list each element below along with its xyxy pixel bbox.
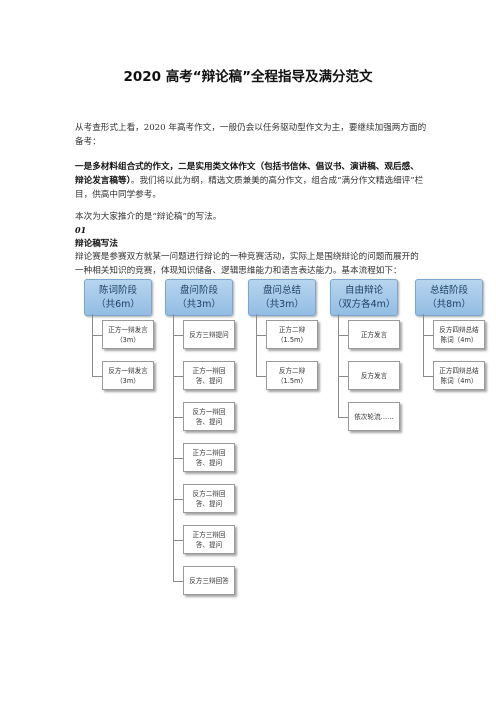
connector-horizontal	[173, 457, 183, 459]
recommend-paragraph: 本次为大家推介的是“辩论稿”的写法。	[75, 212, 222, 222]
connector-horizontal	[423, 375, 433, 377]
stage-name: 盘问阶段	[179, 284, 218, 296]
connector-horizontal	[92, 334, 102, 336]
section-number: 01	[75, 225, 87, 235]
stage-time: （双方各4m）	[332, 298, 396, 310]
connector-vertical	[92, 314, 93, 376]
stage-step-box: 反方三辩回答	[183, 566, 235, 595]
connector-horizontal	[173, 334, 183, 336]
stage-step-box: 正方二辩回答、提问	[183, 443, 235, 472]
stage-header-4: 自由辩论 （双方各4m）	[330, 279, 398, 316]
connector-horizontal	[338, 375, 348, 377]
stage-step-box: 反方一辩发言（3m）	[102, 361, 154, 390]
stage-name: 陈词阶段	[98, 284, 137, 296]
connector-horizontal	[338, 416, 348, 418]
connector-horizontal	[338, 334, 348, 336]
connector-horizontal	[173, 416, 183, 418]
stage-step-box: 正方发言	[348, 320, 400, 349]
exam-focus-rest: 。我们将以此为纲，精选文质兼美的高分作文，组合成“满分作文精选细评”栏目，供高中…	[75, 176, 424, 200]
stage-step-box: 反方三辩提问	[183, 320, 235, 349]
stage-step-box: 反方二辩回答、提问	[183, 484, 235, 513]
stage-name: 自由辩论	[344, 284, 383, 296]
stage-step-box: 正方三辩回答、提问	[183, 525, 235, 554]
stage-header-3: 盘问总结 （共3m）	[248, 279, 316, 316]
section-title: 辩论稿写法	[75, 239, 118, 249]
intro-paragraph: 从考查形式上看，2020 年高考作文，一般仍会以任务驱动型作文为主，要继续加强两…	[75, 123, 427, 147]
debate-description: 辩论赛是参赛双方就某一问题进行辩论的一种竞赛活动，实际上是围绕辩论的问题而展开的…	[75, 252, 419, 276]
connector-horizontal	[256, 375, 266, 377]
stage-step-box: 正方二辩（1.5m）	[266, 320, 318, 349]
stage-step-box: 反方一辩回答、提问	[183, 402, 235, 431]
connector-horizontal	[256, 334, 266, 336]
stage-step-box: 正方四辩总结陈词（4m）	[433, 361, 485, 390]
connector-horizontal	[92, 375, 102, 377]
stage-time: （共6m）	[96, 298, 140, 310]
exam-focus-bold: 一是多材料组合式的作文，二是实用类文体作文（包括书信体、倡议书、演讲稿、观后感、…	[75, 162, 419, 186]
connector-horizontal	[173, 539, 183, 541]
stage-header-1: 陈词阶段 （共6m）	[84, 279, 152, 316]
stage-header-2: 盘问阶段 （共3m）	[165, 279, 233, 316]
page-title: 2020 高考“辩论稿”全程指导及满分范文	[123, 69, 373, 85]
stage-step-box: 正方一辩发言（3m）	[102, 320, 154, 349]
stage-step-box: 反方四辩总结陈词（4m）	[433, 320, 485, 349]
stage-header-5: 总结阶段 （共8m）	[415, 279, 483, 316]
stage-step-box: 正方一辩回答、提问	[183, 361, 235, 390]
stage-time: （共3m）	[177, 298, 221, 310]
stage-step-box: 反方二辩（1.5m）	[266, 361, 318, 390]
exam-focus-paragraph: 一是多材料组合式的作文，二是实用类文体作文（包括书信体、倡议书、演讲稿、观后感、…	[75, 160, 427, 202]
connector-vertical	[256, 314, 257, 376]
connector-vertical	[338, 314, 339, 417]
connector-vertical	[423, 314, 424, 376]
connector-horizontal	[173, 580, 183, 582]
stage-step-box: 反方发言	[348, 361, 400, 390]
connector-horizontal	[423, 334, 433, 336]
connector-horizontal	[173, 498, 183, 500]
stage-time: （共8m）	[427, 298, 471, 310]
stage-name: 总结阶段	[429, 284, 468, 296]
connector-vertical	[173, 314, 174, 581]
stage-step-box: 依次轮流……	[348, 402, 400, 431]
stage-time: （共3m）	[260, 298, 304, 310]
stage-name: 盘问总结	[262, 284, 301, 296]
connector-horizontal	[173, 375, 183, 377]
